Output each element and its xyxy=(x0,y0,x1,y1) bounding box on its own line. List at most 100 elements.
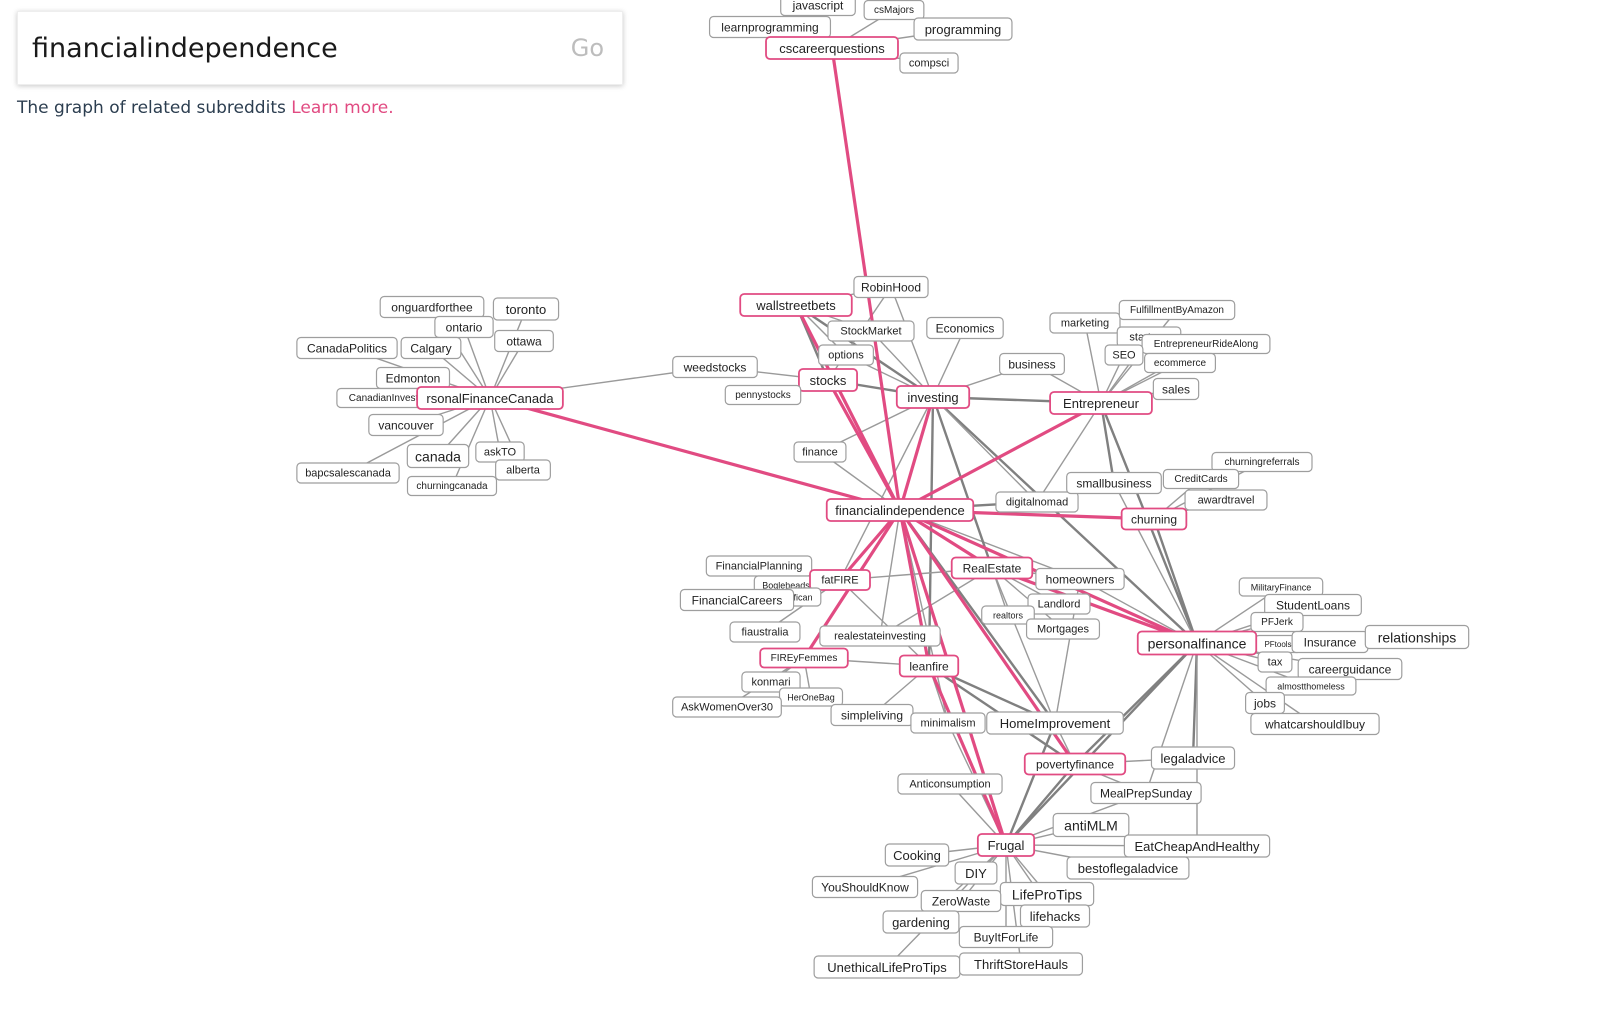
graph-node-programming[interactable]: programming xyxy=(913,17,1013,41)
graph-node-awardtravel[interactable]: awardtravel xyxy=(1184,489,1268,511)
graph-node-gardening[interactable]: gardening xyxy=(882,910,960,934)
graph-node-ottawa[interactable]: ottawa xyxy=(494,329,554,353)
node-label: HomeImprovement xyxy=(1000,716,1111,731)
graph-node-options[interactable]: options xyxy=(818,344,874,366)
graph-node-HerOneBag[interactable]: HerOneBag xyxy=(778,687,844,707)
graph-node-digitalnomad[interactable]: digitalnomad xyxy=(995,491,1079,513)
graph-node-Economics[interactable]: Economics xyxy=(926,316,1004,340)
graph-node-StockMarket[interactable]: StockMarket xyxy=(827,320,915,342)
graph-node-AskWomenOver30[interactable]: AskWomenOver30 xyxy=(672,696,782,718)
node-label: FinancialPlanning xyxy=(716,561,803,573)
graph-node-CanadaPolitics[interactable]: CanadaPolitics xyxy=(296,336,398,360)
graph-node-EatCheapAndHealthy[interactable]: EatCheapAndHealthy xyxy=(1123,834,1271,858)
graph-node-RobinHood[interactable]: RobinHood xyxy=(853,275,929,299)
graph-node-FinancialCareers[interactable]: FinancialCareers xyxy=(679,588,795,612)
node-label: bapcsalescanada xyxy=(305,468,392,480)
graph-node-antiMLM[interactable]: antiMLM xyxy=(1052,812,1130,838)
graph-node-finance[interactable]: finance xyxy=(793,441,847,463)
graph-node-CreditCards[interactable]: CreditCards xyxy=(1162,468,1240,490)
graph-node-jobs[interactable]: jobs xyxy=(1244,691,1285,715)
graph-node-povertyfinance[interactable]: povertyfinance xyxy=(1023,752,1127,776)
edge-investing-personalfinance xyxy=(932,396,1198,644)
graph-node-learnprogramming[interactable]: learnprogramming xyxy=(708,15,832,39)
graph-node-ZeroWaste[interactable]: ZeroWaste xyxy=(920,889,1002,913)
graph-node-Mortgages[interactable]: Mortgages xyxy=(1025,618,1101,640)
graph-node-StudentLoans[interactable]: StudentLoans xyxy=(1264,593,1362,617)
graph-node-fiaustralia[interactable]: fiaustralia xyxy=(729,621,801,643)
graph-node-weedstocks[interactable]: weedstocks xyxy=(672,355,758,379)
graph-node-compsci[interactable]: compsci xyxy=(899,52,959,74)
graph-node-tax[interactable]: tax xyxy=(1257,651,1293,673)
graph-node-homeowners[interactable]: homeowners xyxy=(1035,567,1125,591)
graph-node-careerguidance[interactable]: careerguidance xyxy=(1297,657,1403,681)
learn-more-link[interactable]: Learn more. xyxy=(291,98,394,118)
graph-node-smallbusiness[interactable]: smallbusiness xyxy=(1066,471,1162,495)
graph-node-pennystocks[interactable]: pennystocks xyxy=(724,384,802,406)
graph-node-minimalism[interactable]: minimalism xyxy=(910,712,986,734)
graph-node-personalfinance[interactable]: personalfinance xyxy=(1136,630,1258,656)
node-box xyxy=(958,925,1054,949)
graph-node-HomeImprovement[interactable]: HomeImprovement xyxy=(986,711,1124,735)
graph-node-realtors[interactable]: realtors xyxy=(981,605,1035,625)
graph-node-FulfillmentByAmazon[interactable]: FulfillmentByAmazon xyxy=(1118,299,1236,321)
graph-node-fatFIRE[interactable]: fatFIRE xyxy=(809,569,871,591)
graph-node-MealPrepSunday[interactable]: MealPrepSunday xyxy=(1090,781,1202,805)
graph-node-Anticonsumption[interactable]: Anticonsumption xyxy=(897,773,1003,795)
graph-node-konmari[interactable]: konmari xyxy=(741,671,801,693)
graph-node-LifeProTips[interactable]: LifeProTips xyxy=(999,881,1095,907)
graph-node-Entrepreneur[interactable]: Entrepreneur xyxy=(1049,391,1153,415)
graph-node-realestateinvesting[interactable]: realestateinvesting xyxy=(819,625,941,647)
graph-node-Landlord[interactable]: Landlord xyxy=(1027,593,1091,615)
graph-node-lifehacks[interactable]: lifehacks xyxy=(1019,904,1091,928)
graph-node-legaladvice[interactable]: legaladvice xyxy=(1150,746,1236,770)
graph-node-alberta[interactable]: alberta xyxy=(495,459,551,481)
graph-node-vancouver[interactable]: vancouver xyxy=(368,413,444,437)
graph-node-Insurance[interactable]: Insurance xyxy=(1291,630,1369,654)
graph-node-FinancialPlanning[interactable]: FinancialPlanning xyxy=(705,555,813,577)
graph-node-RealEstate[interactable]: RealEstate xyxy=(950,556,1034,580)
graph-node-FIREyFemmes[interactable]: FIREyFemmes xyxy=(759,647,849,669)
graph-node-javascript[interactable]: javascript xyxy=(780,0,856,17)
graph-node-churningreferrals[interactable]: churningreferrals xyxy=(1211,451,1313,473)
graph-node-ontario[interactable]: ontario xyxy=(434,315,494,339)
graph-node-UnethicalLifeProTips[interactable]: UnethicalLifeProTips xyxy=(813,955,961,979)
graph-node-Edmonton[interactable]: Edmonton xyxy=(375,366,451,390)
graph-node-business[interactable]: business xyxy=(999,352,1065,376)
graph-node-churningcanada[interactable]: churningcanada xyxy=(406,475,498,497)
graph-node-Frugal[interactable]: Frugal xyxy=(976,833,1036,857)
graph-node-canada[interactable]: canada xyxy=(406,443,470,469)
graph-node-ThriftStoreHauls[interactable]: ThriftStoreHauls xyxy=(958,952,1084,976)
graph-node-whatcarshouldIbuy[interactable]: whatcarshouldIbuy xyxy=(1250,712,1380,736)
graph-node-toronto[interactable]: toronto xyxy=(492,297,560,321)
search-input[interactable] xyxy=(32,28,552,68)
graph-node-leanfire[interactable]: leanfire xyxy=(898,654,960,678)
graph-node-csMajors[interactable]: csMajors xyxy=(863,0,925,21)
graph-node-investing[interactable]: investing xyxy=(895,385,971,409)
graph-node-EntrepreneurRideAlong[interactable]: EntrepreneurRideAlong xyxy=(1141,333,1271,355)
graph-node-YouShouldKnow[interactable]: YouShouldKnow xyxy=(811,875,919,899)
graph-node-marketing[interactable]: marketing xyxy=(1049,312,1121,334)
graph-node-BuyItForLife[interactable]: BuyItForLife xyxy=(958,925,1054,949)
graph-node-simpleliving[interactable]: simpleliving xyxy=(830,703,914,727)
graph-node-askTO[interactable]: askTO xyxy=(475,441,525,463)
graph-node-Calgary[interactable]: Calgary xyxy=(400,336,462,360)
graph-node-PFJerk[interactable]: PFJerk xyxy=(1250,611,1304,633)
graph-node-financialindependence[interactable]: financialindependence xyxy=(825,498,975,522)
graph-node-churning[interactable]: churning xyxy=(1120,507,1188,531)
graph-node-sales[interactable]: sales xyxy=(1152,377,1200,401)
graph-node-DIY[interactable]: DIY xyxy=(954,861,998,885)
graph-node-PersonalFinanceCanada[interactable]: rsonalFinanceCanada xyxy=(416,386,564,410)
graph-node-relationships[interactable]: relationships xyxy=(1364,624,1470,650)
graph-node-almostthomeless[interactable]: almostthomeless xyxy=(1265,676,1357,696)
graph-node-ecommerce[interactable]: ecommerce xyxy=(1143,352,1216,374)
graph-node-bestoflegaladvice[interactable]: bestoflegaladvice xyxy=(1066,856,1190,880)
graph-node-stocks[interactable]: stocks xyxy=(798,368,858,392)
graph-node-wallstreetbets[interactable]: wallstreetbets xyxy=(739,293,853,317)
go-button[interactable]: Go xyxy=(571,30,604,66)
graph-node-bapcsalescanada[interactable]: bapcsalescanada xyxy=(296,462,400,484)
graph-node-MilitaryFinance[interactable]: MilitaryFinance xyxy=(1238,577,1324,597)
graph-node-onguardforthee[interactable]: onguardforthee xyxy=(379,295,485,319)
graph-node-Cooking[interactable]: Cooking xyxy=(884,843,950,867)
graph-node-SEO[interactable]: SEO xyxy=(1104,344,1144,366)
graph-node-cscareerquestions[interactable]: cscareerquestions xyxy=(765,36,899,60)
